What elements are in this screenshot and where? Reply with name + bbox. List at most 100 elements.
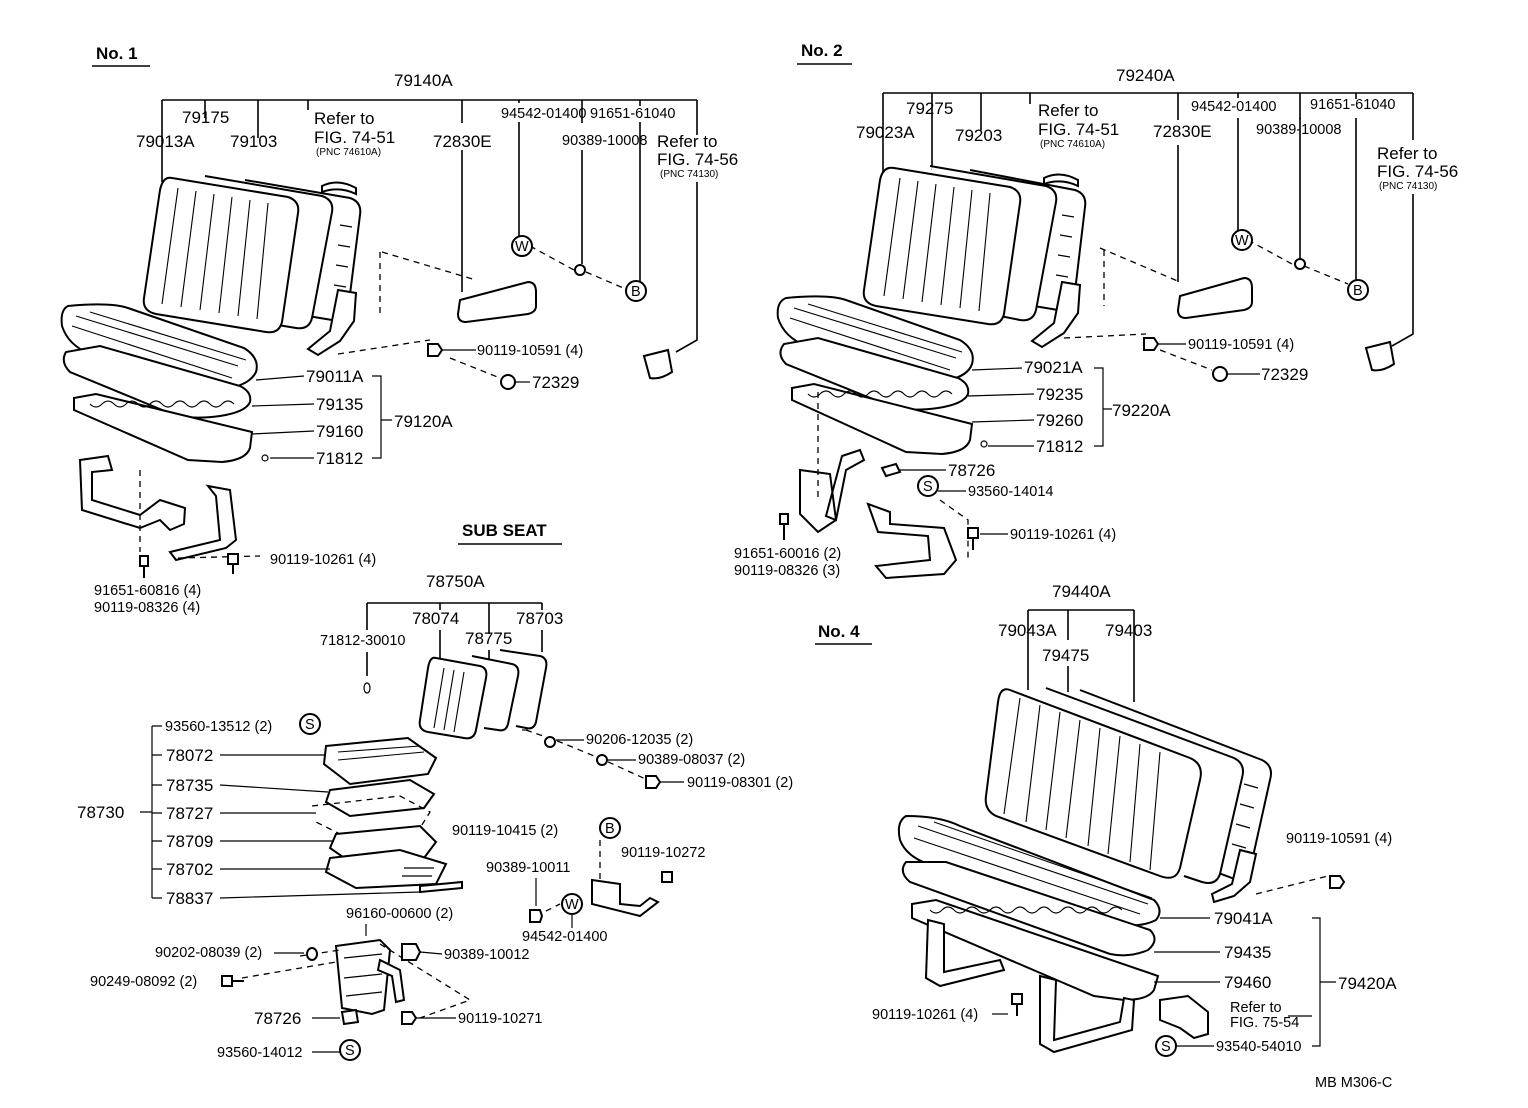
no2-71812-label: 71812 [1036,437,1083,456]
sub-seat-rod [419,880,463,894]
section-no1-title: No. 1 [96,44,138,63]
no4-seat-spring [911,898,1160,1002]
sub-90119-10271-label: 90119-10271 [458,1011,542,1027]
no2-hinge-bracket [1030,280,1082,349]
no2-headrest-grip [1043,173,1079,188]
sub-nut-90389-10012 [401,943,422,961]
sub-78709-label: 78709 [166,832,213,851]
no2-91651-label: 91651-61040 [1310,97,1395,113]
sub-clip-b [599,817,621,839]
no4-79043A-label: 79043A [998,621,1057,640]
no1-79135-label: 79135 [316,395,363,414]
section-sub-seat-title: SUB SEAT [462,521,547,540]
no1-91651-60816-label: 91651-60816 (4) [94,583,201,599]
sub-hinge-plate [334,938,392,1016]
no2-bolt-90119-10261 [967,527,979,550]
sub-90389-10012-label: 90389-10012 [444,947,529,963]
no1-hinge-bracket [306,288,358,357]
no1-79103-label: 79103 [230,132,277,151]
no1-seat-leg [78,454,187,532]
sub-bolt-90249 [221,975,244,987]
no4-bracket-75-54 [1159,994,1209,1040]
sub-90249-label: 90249-08092 (2) [90,974,197,990]
no2-nut-90389 [1294,258,1306,270]
no2-s-symbol: S [923,479,933,495]
sub-90119-10272-label: 90119-10272 [621,845,705,861]
sub-94542-label: 94542-01400 [522,929,607,945]
no1-bolt-90119-10591 [427,343,444,357]
no4-refer-line1: Refer to [1230,1000,1282,1016]
no4-79460-label: 79460 [1224,973,1271,992]
no2-91651-60016-label: 91651-60016 (2) [734,546,841,562]
sub-bolt-90119-08301 [645,775,662,789]
no2-79260-label: 79260 [1036,411,1083,430]
no1-seat-spring [73,392,254,464]
no1-clip-b [625,280,647,302]
sub-78703-label: 78703 [516,609,563,628]
no1-w-symbol: W [515,239,529,255]
no1-90119-10591-label: 90119-10591 (4) [477,343,583,359]
no1-79120A-label: 79120A [394,412,453,431]
sub-b-symbol: B [605,821,615,837]
sub-78775-label: 78775 [465,629,512,648]
no2-refer1-line2: FIG. 74-51 [1038,120,1119,139]
no2-90119-10261-label: 90119-10261 (4) [1010,527,1116,543]
no4-79041A-label: 79041A [1214,909,1273,928]
no1-refer2-line3: (PNC 74130) [660,169,718,180]
no1-79160-label: 79160 [316,422,363,441]
no2-cap-74130 [1364,340,1396,372]
no1-79013A-label: 79013A [136,132,195,151]
no4-seat-pad [901,861,1156,957]
sub-78727-label: 78727 [166,804,213,823]
no4-hinge-bracket [1210,848,1258,904]
no2-79203-label: 79203 [955,126,1002,145]
no2-78726-block [880,462,902,478]
sub-nut-90389-10011 [529,909,544,923]
sub-seat-frame [324,848,448,890]
no2-93560-label: 93560-14014 [968,484,1053,500]
no1-94542-label: 94542-01400 [501,106,586,122]
sub-96160-label: 96160-00600 (2) [346,906,453,922]
no1-90119-10261-label: 90119-10261 (4) [270,552,376,568]
no4-seat-cushion-cover [897,814,1161,927]
no2-assy-label: 79240A [1116,66,1175,85]
no4-assy-label: 79440A [1052,582,1111,601]
no2-clip-w [1231,229,1253,251]
sub-clip-s-bottom [339,1039,361,1061]
no4-90119-10591-label: 90119-10591 (4) [1286,831,1392,847]
no4-seatback-cover [984,688,1202,879]
sub-90202-label: 90202-08039 (2) [155,945,262,961]
sub-78702-label: 78702 [166,860,213,879]
no2-seat-leg-rear [866,502,958,580]
section-no2-title: No. 2 [801,41,843,60]
no1-79175-label: 79175 [182,108,229,127]
sub-cushion-cover [322,736,438,786]
no1-nut-90389 [574,264,586,276]
no4-bolt-90119-10591 [1329,875,1346,889]
sub-93560-13512-label: 93560-13512 (2) [165,719,272,735]
sub-washer-90206 [544,736,556,748]
no1-clip-w [511,235,533,257]
no1-b-symbol: B [631,284,641,300]
no4-s-symbol: S [1161,1039,1171,1055]
no1-cap-74130 [642,348,674,380]
no2-seat-pad [779,336,970,411]
no1-armrest [456,280,537,324]
no2-bolt-90119-10591 [1143,337,1160,351]
no4-90119-10261-label: 90119-10261 (4) [872,1007,978,1023]
sub-78072-label: 78072 [166,746,213,765]
no1-72830E-label: 72830E [433,132,492,151]
no2-72830E-label: 72830E [1153,122,1212,141]
no2-90389-label: 90389-10008 [1256,122,1341,138]
section-no4-title: No. 4 [818,622,860,641]
sub-78735-label: 78735 [166,776,213,795]
no1-90389-label: 90389-10008 [562,133,647,149]
sub-78730-label: 78730 [77,803,124,822]
sub-assy-label: 78750A [426,572,485,591]
no1-assy-label: 79140A [394,71,453,90]
no2-clip-b [1347,279,1369,301]
sub-78074-label: 78074 [412,609,459,628]
sub-bolt-90119-10271 [401,1011,418,1025]
sub-clip-71812 [363,682,371,694]
no4-seat-leg-rear [1039,974,1136,1054]
